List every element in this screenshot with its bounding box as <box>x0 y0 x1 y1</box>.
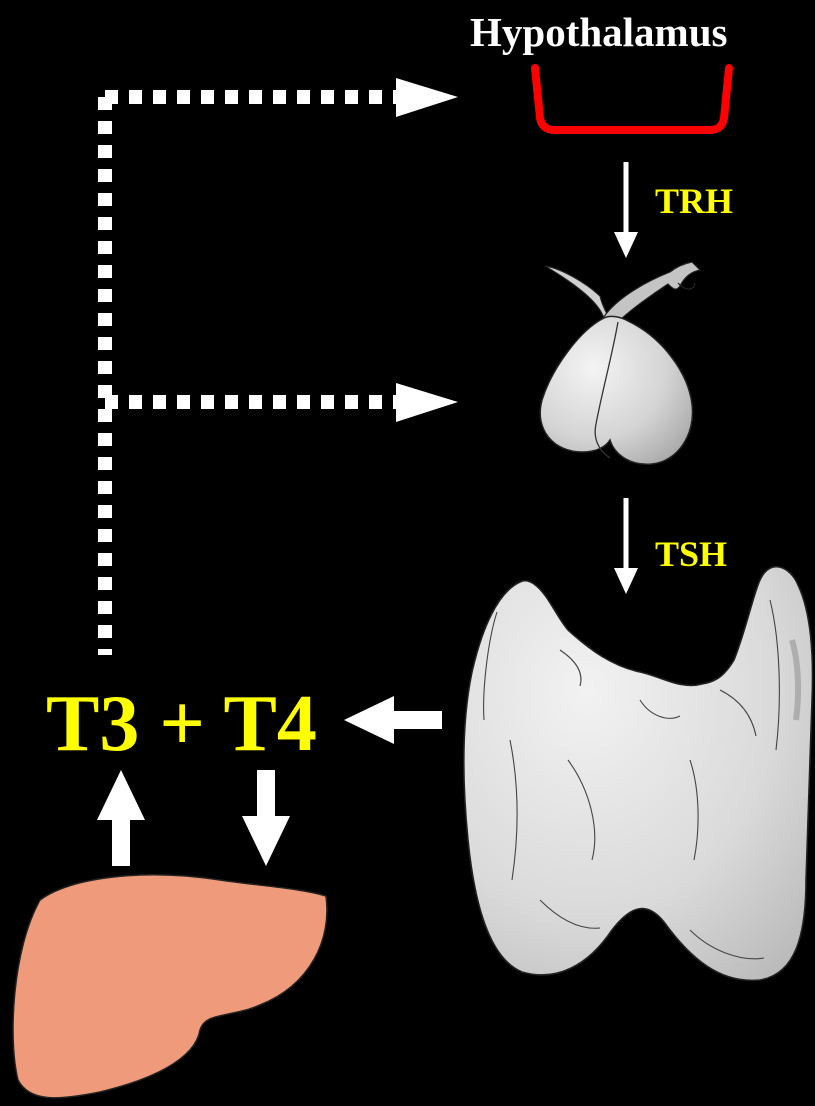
thyroid-output-arrow <box>344 696 442 744</box>
trh-arrow <box>614 162 638 258</box>
tsh-arrow <box>614 498 638 594</box>
liver-to-hormones-arrow <box>97 770 145 866</box>
hypothalamus-label: Hypothalamus <box>470 12 727 53</box>
hormones-to-liver-arrow <box>242 770 290 866</box>
pituitary-gland-icon <box>540 262 700 464</box>
feedback-loop <box>105 78 458 655</box>
t3-t4-hormones-label: T3 + T4 <box>46 684 317 764</box>
feedback-middle-arrowhead <box>396 383 458 422</box>
liver-icon <box>13 875 327 1098</box>
hypothalamus-bracket-icon <box>535 68 729 130</box>
feedback-top-arrowhead <box>396 78 458 117</box>
tsh-label: TSH <box>655 536 727 572</box>
thyroid-gland-icon <box>464 567 813 981</box>
trh-label: TRH <box>655 183 733 219</box>
